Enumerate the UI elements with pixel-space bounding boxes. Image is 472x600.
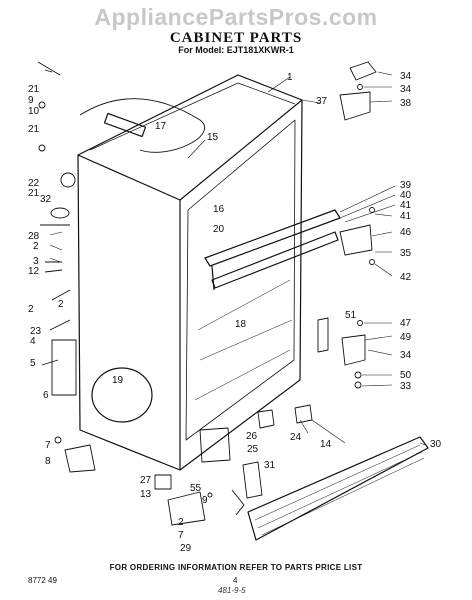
callout-28: 27 bbox=[140, 475, 152, 486]
cabinet-body bbox=[77, 74, 303, 471]
callout-34c: 34 bbox=[400, 350, 412, 361]
callout-42: 46 bbox=[400, 227, 412, 238]
callout-21b: 21 bbox=[28, 124, 40, 135]
bottom-parts bbox=[154, 404, 313, 526]
callout-37: 37 bbox=[316, 96, 328, 107]
callout-2d: 2 bbox=[58, 299, 64, 310]
hinge-parts-right bbox=[317, 61, 377, 389]
ordering-info-footer: FOR ORDERING INFORMATION REFER TO PARTS … bbox=[109, 563, 363, 572]
document-code: 8772 49 bbox=[28, 576, 57, 585]
drain-tube bbox=[79, 98, 205, 153]
callout-31: 31 bbox=[264, 460, 276, 471]
callout-49: 50 bbox=[400, 370, 412, 381]
callout-10: 10 bbox=[28, 106, 40, 117]
callout-7: 7 bbox=[178, 530, 184, 541]
callout-16: 16 bbox=[213, 204, 225, 215]
leader-lines bbox=[49, 71, 426, 446]
callout-2c: 2 bbox=[28, 304, 34, 315]
callout-8: 8 bbox=[45, 456, 51, 467]
callout-35: 38 bbox=[400, 98, 412, 109]
callout-41b: 42 bbox=[400, 272, 412, 283]
callout-22: 22 bbox=[28, 178, 40, 189]
callout-50: 33 bbox=[400, 381, 412, 392]
callout-34: 34 bbox=[400, 84, 412, 95]
callout-40: 41 bbox=[400, 200, 412, 211]
model-label: For Model: EJT181XKWR-1 bbox=[178, 45, 294, 55]
callout-2b: 2 bbox=[33, 241, 39, 252]
callout-23: 23 bbox=[30, 326, 42, 337]
callout-19: 20 bbox=[213, 224, 225, 235]
callout-47: 49 bbox=[400, 332, 412, 343]
diagram-title: CABINET PARTS bbox=[169, 30, 303, 46]
callout-9b: 9 bbox=[28, 95, 34, 106]
callout-9: 9 bbox=[202, 495, 208, 506]
callout-27: 29 bbox=[180, 543, 192, 554]
callout-46: 47 bbox=[400, 318, 412, 329]
callout-7b: 7 bbox=[45, 440, 51, 451]
callout-21a: 21 bbox=[28, 84, 40, 95]
callout-2: 2 bbox=[178, 517, 184, 528]
callout-17: 17 bbox=[155, 121, 167, 132]
shelf-rail-assembly bbox=[204, 209, 341, 291]
callout-12: 12 bbox=[28, 266, 40, 277]
callout-3: 3 bbox=[33, 256, 39, 267]
callout-39: 40 bbox=[400, 190, 412, 201]
callout-15: 15 bbox=[207, 132, 219, 143]
callout-20: 18 bbox=[235, 319, 247, 330]
callout-41: 41 bbox=[400, 211, 412, 222]
callout-4: 4 bbox=[30, 336, 36, 347]
callout-34b: 35 bbox=[400, 248, 412, 259]
callout-33: 34 bbox=[400, 71, 412, 82]
callout-51: 51 bbox=[345, 310, 357, 321]
toe-grille bbox=[247, 436, 429, 541]
callout-6: 6 bbox=[43, 390, 49, 401]
handwritten-note: 481-9-5 bbox=[218, 586, 246, 595]
callout-32: 32 bbox=[40, 194, 52, 205]
callout-18: 19 bbox=[112, 375, 124, 386]
watermark: AppliancePartsPros.com bbox=[94, 4, 378, 30]
callout-38: 39 bbox=[400, 180, 412, 191]
callout-25: 25 bbox=[247, 444, 259, 455]
callout-14: 13 bbox=[140, 489, 152, 500]
callout-1: 1 bbox=[287, 72, 293, 83]
callout-29: 28 bbox=[28, 231, 40, 242]
control-parts-left bbox=[37, 61, 96, 473]
callout-30: 30 bbox=[430, 439, 442, 450]
callout-5: 5 bbox=[30, 358, 36, 369]
callout-26: 26 bbox=[246, 431, 258, 442]
callout-24: 24 bbox=[290, 432, 302, 443]
callout-55: 55 bbox=[190, 483, 202, 494]
callout-21c: 21 bbox=[28, 188, 40, 199]
callout-13: 14 bbox=[320, 439, 332, 450]
defrost-heater bbox=[103, 112, 147, 138]
page-number: 4 bbox=[233, 576, 238, 585]
